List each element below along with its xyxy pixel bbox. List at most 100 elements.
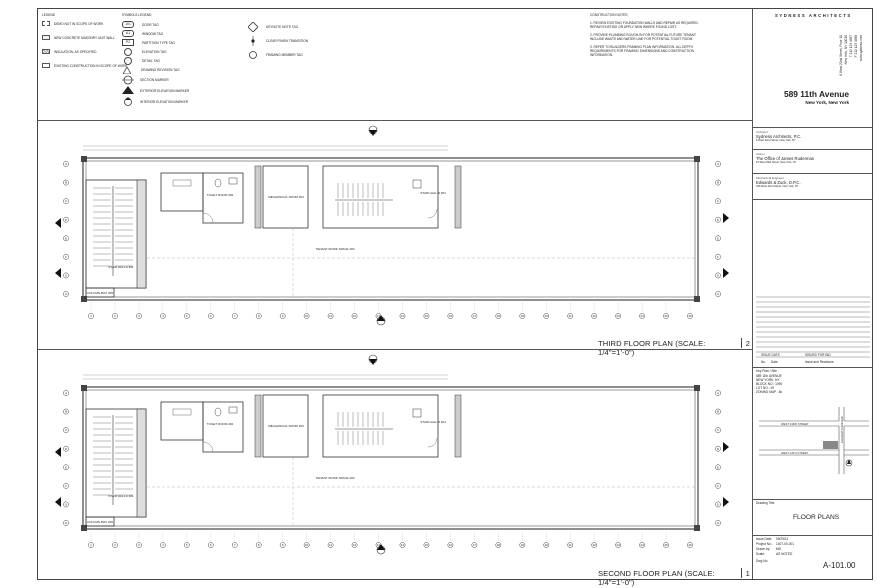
exterior-wall (82, 157, 699, 301)
grid-bubble (63, 427, 69, 433)
room-label: STAIR HALL B 204 (420, 420, 446, 424)
grid-bubble (715, 272, 721, 279)
grid-bubble (715, 483, 721, 489)
elevation-marker-icon (723, 442, 729, 452)
symbols-legend-heading: SYMBOLS LEGEND (122, 13, 152, 17)
construction-notes-heading: CONSTRUCTION NOTES (590, 13, 628, 17)
elevation-marker-icon (723, 213, 729, 223)
grid-label: 26 (688, 543, 692, 547)
grid-bubble (327, 313, 334, 319)
third-floor-title-bar: THIRD FLOOR PLAN (SCALE: 1/4"=1'-0") 2 (598, 338, 752, 357)
grid-bubble (231, 313, 238, 319)
grid-bubble (63, 501, 69, 508)
exterior-wall-inner (85, 160, 696, 298)
grid-bubble (715, 408, 721, 415)
mechanical-room (262, 165, 309, 229)
grid-bubble (591, 542, 598, 548)
key-plan-line: LOT NO.: 29 (756, 386, 775, 390)
section-marker-icon (377, 544, 385, 550)
issue-col: No. (761, 360, 766, 364)
grid-label: 5 (186, 543, 188, 547)
grid-label: 14 (401, 543, 405, 547)
stair-landing (412, 408, 422, 418)
grid-bubble (715, 198, 721, 204)
grid-label: 22 (593, 543, 597, 547)
grid-label: E (717, 465, 719, 469)
grid-bubble (63, 291, 69, 297)
column (81, 385, 87, 391)
grid-label: 4 (162, 543, 164, 547)
grid-label: 9 (282, 314, 284, 318)
core-wall (454, 165, 462, 229)
grid-bubble (423, 313, 430, 319)
architect-label: Architect (756, 130, 768, 134)
column (694, 296, 700, 302)
issue-header: ISSUED FOR BID (805, 353, 831, 357)
toilet-fixture-icon (214, 178, 222, 188)
plan-number: 1 (745, 569, 750, 578)
key-plan-line: 589 11th AVENUE (756, 374, 782, 378)
room-label: TOILET ROOM 302 (207, 193, 234, 197)
window-tag-icon: A1 (122, 30, 134, 37)
symbol-label: CLEAR FINISH TRANSITION (266, 39, 309, 43)
grid-label: A (717, 391, 719, 395)
divider (753, 367, 873, 368)
grid-label: 2 (114, 314, 116, 318)
grid-bubble (207, 313, 214, 319)
room-label: TOILET ROOM 202 (207, 422, 234, 426)
column (81, 525, 87, 531)
grid-label: C (65, 199, 67, 203)
grid-label: 16 (449, 314, 453, 318)
grid-label: 13 (377, 543, 381, 547)
grid-bubble (663, 542, 669, 548)
grid-label: 12 (353, 314, 357, 318)
symbol-label: SECTION MARKER (140, 77, 169, 82)
corridor (160, 172, 204, 212)
grid-label: E (65, 465, 67, 469)
symbol-label: DRAWING REVISION TAG (141, 67, 180, 72)
legend-heading: LEGEND (42, 13, 56, 17)
grid-bubble (715, 520, 721, 526)
grid-label: F (65, 255, 67, 259)
grid-bubble (447, 313, 454, 319)
grid-bubble (183, 313, 190, 319)
meta-value: AS NOTED (776, 552, 793, 556)
grid-label: 12 (353, 543, 357, 547)
grid-label: 10 (305, 314, 309, 318)
door-swing (202, 441, 214, 453)
grid-bubble (687, 542, 693, 548)
firm-address-line: www.sydness.com (859, 35, 863, 62)
meta-label: Drawn by: (756, 547, 771, 551)
grid-bubble (231, 542, 238, 548)
grid-bubble (136, 542, 142, 548)
section-marker-icon (369, 359, 377, 365)
stair-landing (412, 179, 422, 189)
grid-label: C (717, 199, 719, 203)
grid-label: C (65, 428, 67, 432)
exterior-elevation-marker-icon (122, 85, 134, 94)
grid-label: 17 (473, 314, 477, 318)
grid-bubble (715, 254, 721, 260)
drawing-title: FLOOR PLANS (793, 514, 840, 521)
grid-label: 3 (138, 314, 140, 318)
corridor (160, 401, 204, 441)
grid-bubble (423, 542, 430, 548)
key-plan-line: ZONING MAP : 8c (756, 390, 783, 394)
architect-field: Architect Sydness Architects, P.C. 6 Wes… (753, 130, 872, 143)
grid-bubble (327, 542, 334, 548)
grid-bubble (63, 483, 69, 489)
column (694, 385, 700, 391)
legend-item: DEMO NOT IN SCOPE OF WORK (54, 21, 104, 26)
grid-label: G (717, 274, 719, 278)
grid-bubble (303, 313, 310, 319)
tag-box (172, 179, 192, 187)
project-title: 589 11th Avenue (783, 89, 849, 99)
grid-bubble (615, 313, 621, 319)
divider (741, 568, 742, 578)
column (81, 156, 87, 162)
room-label: MECHANICAL ROOM 203 (268, 424, 304, 428)
shaft-wall (136, 179, 147, 289)
grid-bubble (63, 464, 69, 471)
